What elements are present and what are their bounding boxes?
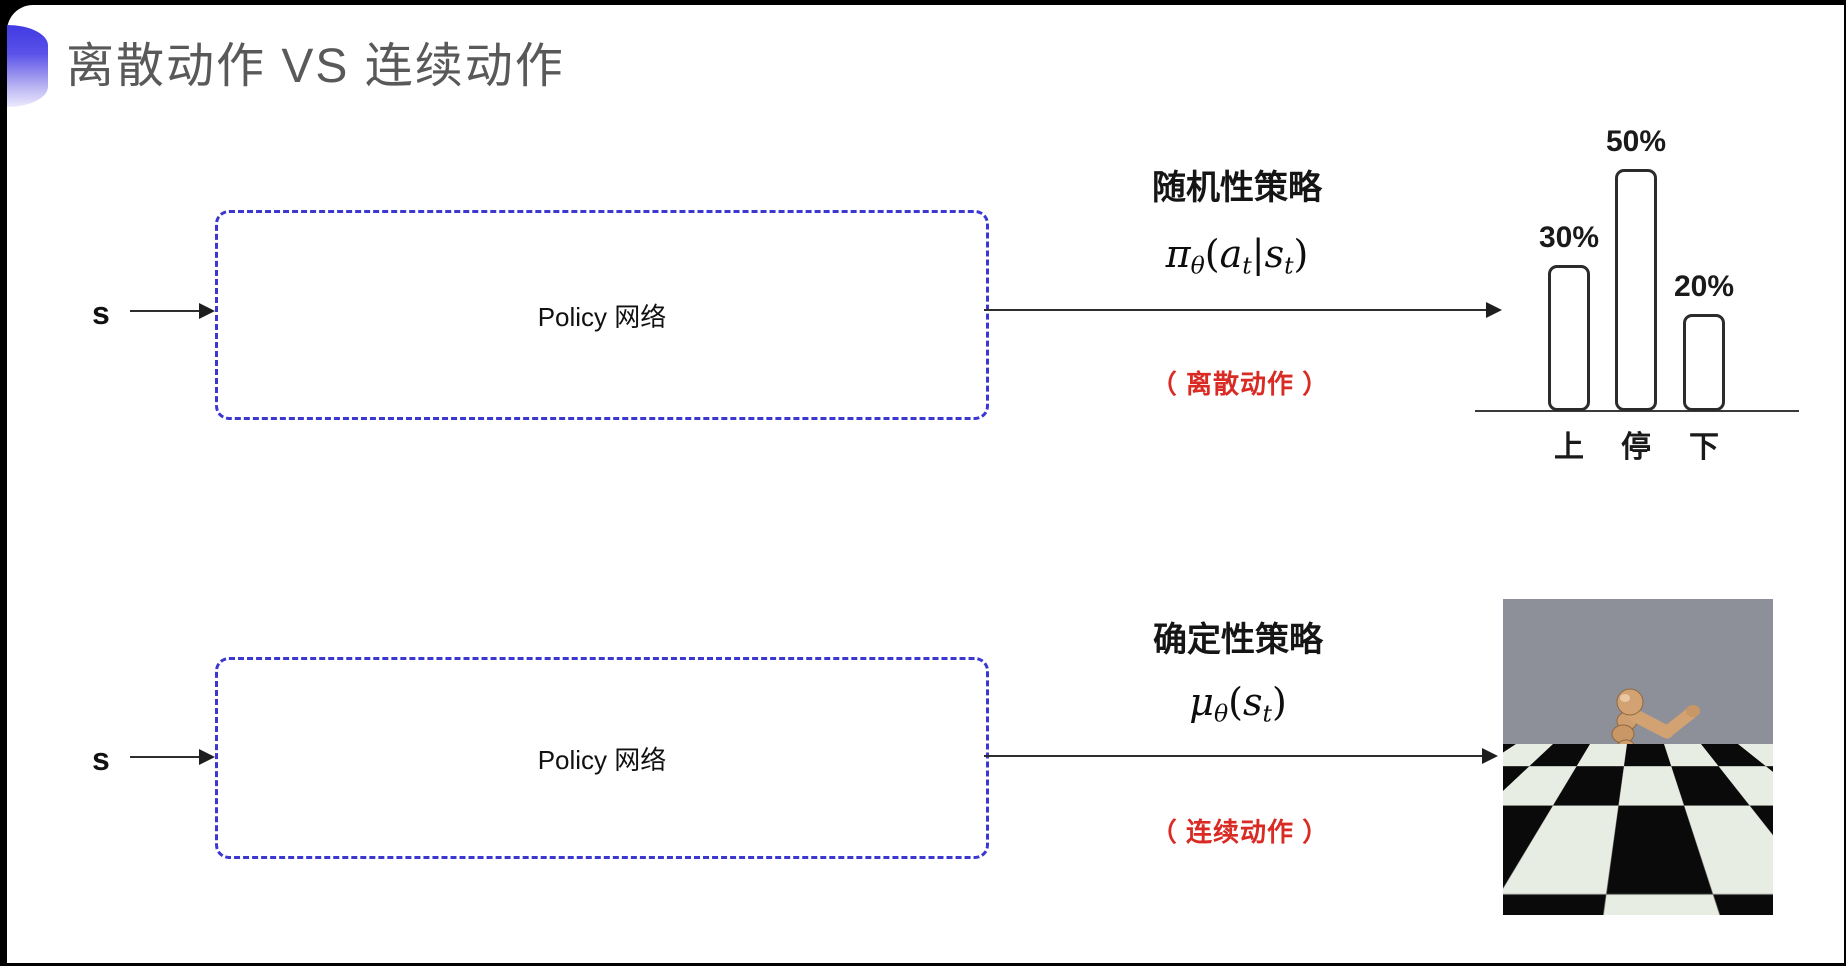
formula-symbol: μ xyxy=(1189,680,1214,724)
formula-subscript: θ xyxy=(1213,699,1229,728)
bar-down xyxy=(1683,314,1725,411)
title-accent-leaf-icon xyxy=(7,25,48,107)
policy-network-box-label: Policy 网络 xyxy=(537,744,667,775)
policy-network-box-discrete: Policy 网络 xyxy=(215,210,989,420)
bar-up xyxy=(1548,265,1590,411)
formula-paren: ) xyxy=(1293,232,1309,276)
formula-bar: | xyxy=(1251,232,1265,276)
bar-value-label: 30% xyxy=(1538,221,1600,254)
policy-network-box-continuous: Policy 网络 xyxy=(215,657,989,859)
bar-value-label: 20% xyxy=(1673,270,1735,303)
input-arrowhead-icon-discrete xyxy=(199,303,215,319)
policy-type-title-continuous: 确定性策略 xyxy=(1153,621,1323,659)
chart-baseline xyxy=(1475,410,1799,412)
formula-symbol: π xyxy=(1165,232,1191,276)
policy-type-title-discrete: 随机性策略 xyxy=(1152,169,1322,207)
output-arrow-line-continuous xyxy=(984,755,1482,757)
formula-symbol: s xyxy=(1242,680,1263,724)
state-input-label-discrete: s xyxy=(92,295,110,331)
action-type-note-continuous: （ 连续动作 ） xyxy=(1150,817,1330,847)
action-type-note-discrete: （ 离散动作 ） xyxy=(1150,369,1330,399)
state-input-label-continuous: s xyxy=(92,741,110,777)
formula-paren: ) xyxy=(1271,680,1287,724)
humanoid-figure xyxy=(1555,688,1700,901)
bar-category-label: 上 xyxy=(1554,431,1584,464)
bar-value-label: 50% xyxy=(1605,125,1667,158)
formula-paren: ( xyxy=(1204,232,1220,276)
formula-symbol: s xyxy=(1264,232,1285,276)
policy-formula-continuous: μθ(st) xyxy=(1058,680,1418,728)
bar-stop xyxy=(1615,169,1657,411)
policy-formula-discrete: πθ(at|st) xyxy=(1057,232,1417,280)
input-arrowhead-icon-continuous xyxy=(199,749,215,765)
output-arrowhead-icon-discrete xyxy=(1486,302,1502,318)
bar-category-label: 停 xyxy=(1621,431,1651,464)
input-arrow-line-discrete xyxy=(130,310,200,312)
page-title: 离散动作 VS 连续动作 xyxy=(66,40,565,93)
input-arrow-line-continuous xyxy=(130,756,200,758)
policy-network-box-label: Policy 网络 xyxy=(537,301,667,332)
formula-symbol: a xyxy=(1219,232,1243,276)
bar-category-label: 下 xyxy=(1689,431,1719,464)
formula-subscript: t xyxy=(1262,699,1272,728)
formula-subscript: t xyxy=(1242,251,1252,280)
formula-subscript: t xyxy=(1284,251,1294,280)
output-arrowhead-icon-continuous xyxy=(1482,748,1498,764)
formula-subscript: θ xyxy=(1190,251,1205,280)
formula-paren: ( xyxy=(1228,680,1243,724)
mujoco-humanoid-image xyxy=(1503,599,1773,915)
output-arrow-line-discrete xyxy=(984,309,1486,311)
